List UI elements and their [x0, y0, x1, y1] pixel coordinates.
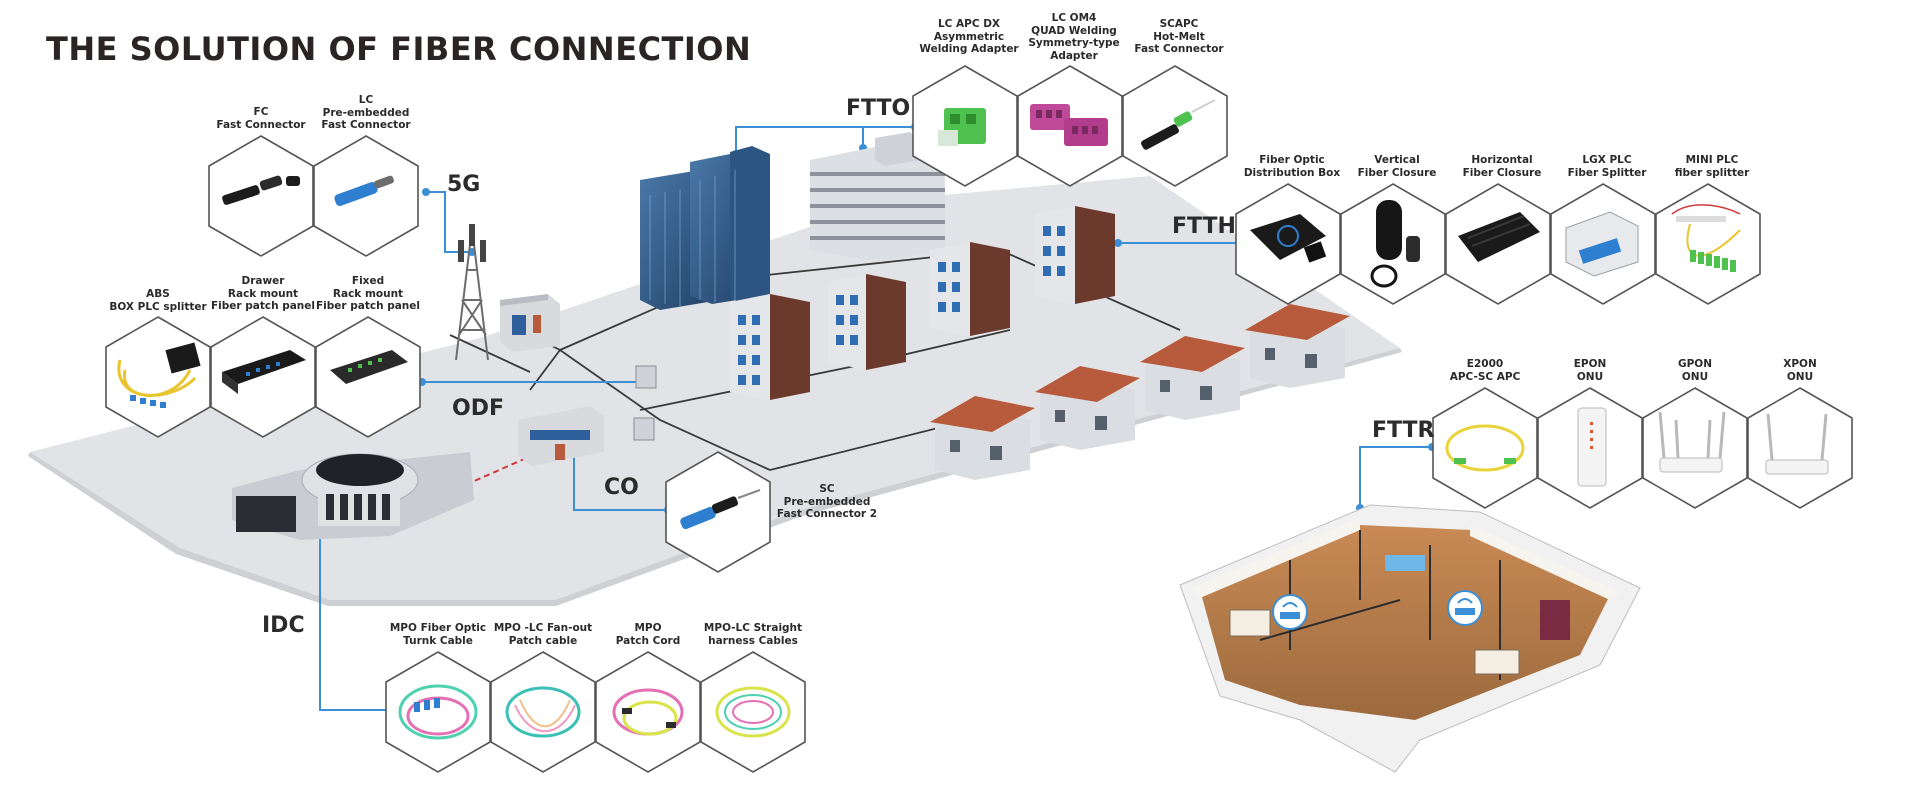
section-label-ftto: FTTO	[846, 96, 911, 121]
section-label-odf: ODF	[452, 396, 504, 421]
product-label-mpo-trunk: MPO Fiber Optic Turnk Cable	[389, 622, 487, 647]
dot-5g	[422, 188, 430, 196]
hex-mpo-lc-str[interactable]	[700, 651, 806, 773]
link-fttr	[1359, 446, 1432, 508]
section-label-fttr: FTTR	[1372, 418, 1435, 443]
hex-epon[interactable]	[1537, 387, 1643, 509]
product-label-mpo-lc-fan: MPO -LC Fan-out Patch cable	[493, 622, 593, 647]
hex-lc-pre[interactable]	[313, 135, 419, 257]
hex-lc-apc[interactable]	[912, 65, 1018, 187]
link-ftto	[735, 126, 915, 154]
section-label-5g: 5G	[447, 172, 481, 197]
data-center	[232, 452, 474, 540]
product-label-fixed: Fixed Rack mount Fiber patch panel	[315, 275, 420, 312]
router-icon-left	[1272, 594, 1308, 630]
hex-e2000[interactable]	[1432, 387, 1538, 509]
hex-mpo-lc-fan[interactable]	[490, 651, 596, 773]
product-label-gpon: GPON ONU	[1677, 358, 1713, 383]
shed-5g	[500, 294, 560, 352]
hex-lc-om4[interactable]	[1017, 65, 1123, 187]
hex-fixed[interactable]	[315, 316, 421, 438]
link-idc	[319, 522, 390, 711]
product-label-mpo-lc-str: MPO-LC Straight harness Cables	[703, 622, 803, 647]
apartment-blocks	[730, 206, 1115, 400]
product-label-fc: FC Fast Connector	[216, 106, 306, 131]
product-label-vfc: Vertical Fiber Closure	[1357, 154, 1437, 179]
product-label-lc-apc: LC APC DX Asymmetric Welding Adapter	[919, 18, 1019, 55]
fttr-apartment	[1179, 504, 1641, 773]
hex-vfc[interactable]	[1340, 183, 1446, 305]
hex-mini[interactable]	[1655, 183, 1761, 305]
product-label-lc-om4: LC OM4 QUAD Welding Symmetry-type Adapte…	[1028, 12, 1120, 62]
page-title: THE SOLUTION OF FIBER CONNECTION	[46, 30, 752, 68]
junction-boxes	[633, 365, 657, 441]
tower-5g	[455, 224, 489, 361]
section-label-ftth: FTTH	[1172, 214, 1236, 239]
product-label-hfc: Horizontal Fiber Closure	[1462, 154, 1542, 179]
product-label-e2000: E2000 APC-SC APC	[1449, 358, 1521, 383]
houses	[930, 304, 1350, 480]
office-towers	[640, 146, 770, 310]
hex-sc-pre[interactable]	[665, 451, 771, 573]
product-label-mini: MINI PLC fiber splitter	[1674, 154, 1750, 179]
product-label-epon: EPON ONU	[1573, 358, 1607, 383]
office-block-ftto	[810, 132, 945, 262]
product-label-fodb: Fiber Optic Distribution Box	[1243, 154, 1341, 179]
shed-co	[518, 406, 604, 466]
router-icon-right	[1447, 590, 1483, 626]
hex-scapc[interactable]	[1122, 65, 1228, 187]
hex-hfc[interactable]	[1445, 183, 1551, 305]
section-label-co: CO	[604, 475, 639, 500]
hex-gpon[interactable]	[1642, 387, 1748, 509]
hex-fodb[interactable]	[1235, 183, 1341, 305]
hex-fc[interactable]	[208, 135, 314, 257]
hex-mpo-trunk[interactable]	[385, 651, 491, 773]
dot-ftth-a	[1114, 239, 1122, 247]
product-label-xpon: XPON ONU	[1783, 358, 1817, 383]
product-label-scapc: SCAPC Hot-Melt Fast Connector	[1134, 18, 1224, 55]
product-label-drawer: Drawer Rack mount Fiber patch panel	[210, 275, 315, 312]
product-label-lgx: LGX PLC Fiber Splitter	[1567, 154, 1647, 179]
hex-xpon[interactable]	[1747, 387, 1853, 509]
product-label-abs: ABS BOX PLC splitter	[109, 288, 207, 313]
product-label-sc-pre: SC Pre-embedded Fast Connector 2	[776, 483, 878, 520]
section-label-idc: IDC	[262, 613, 305, 638]
product-label-mpo-cord: MPO Patch Cord	[615, 622, 681, 647]
hex-mpo-cord[interactable]	[595, 651, 701, 773]
hex-abs[interactable]	[105, 316, 211, 438]
hex-lgx[interactable]	[1550, 183, 1656, 305]
hex-drawer[interactable]	[210, 316, 316, 438]
link-co	[573, 440, 668, 511]
product-label-lc-pre: LC Pre-embedded Fast Connector	[321, 94, 411, 131]
link-5g	[426, 191, 472, 253]
